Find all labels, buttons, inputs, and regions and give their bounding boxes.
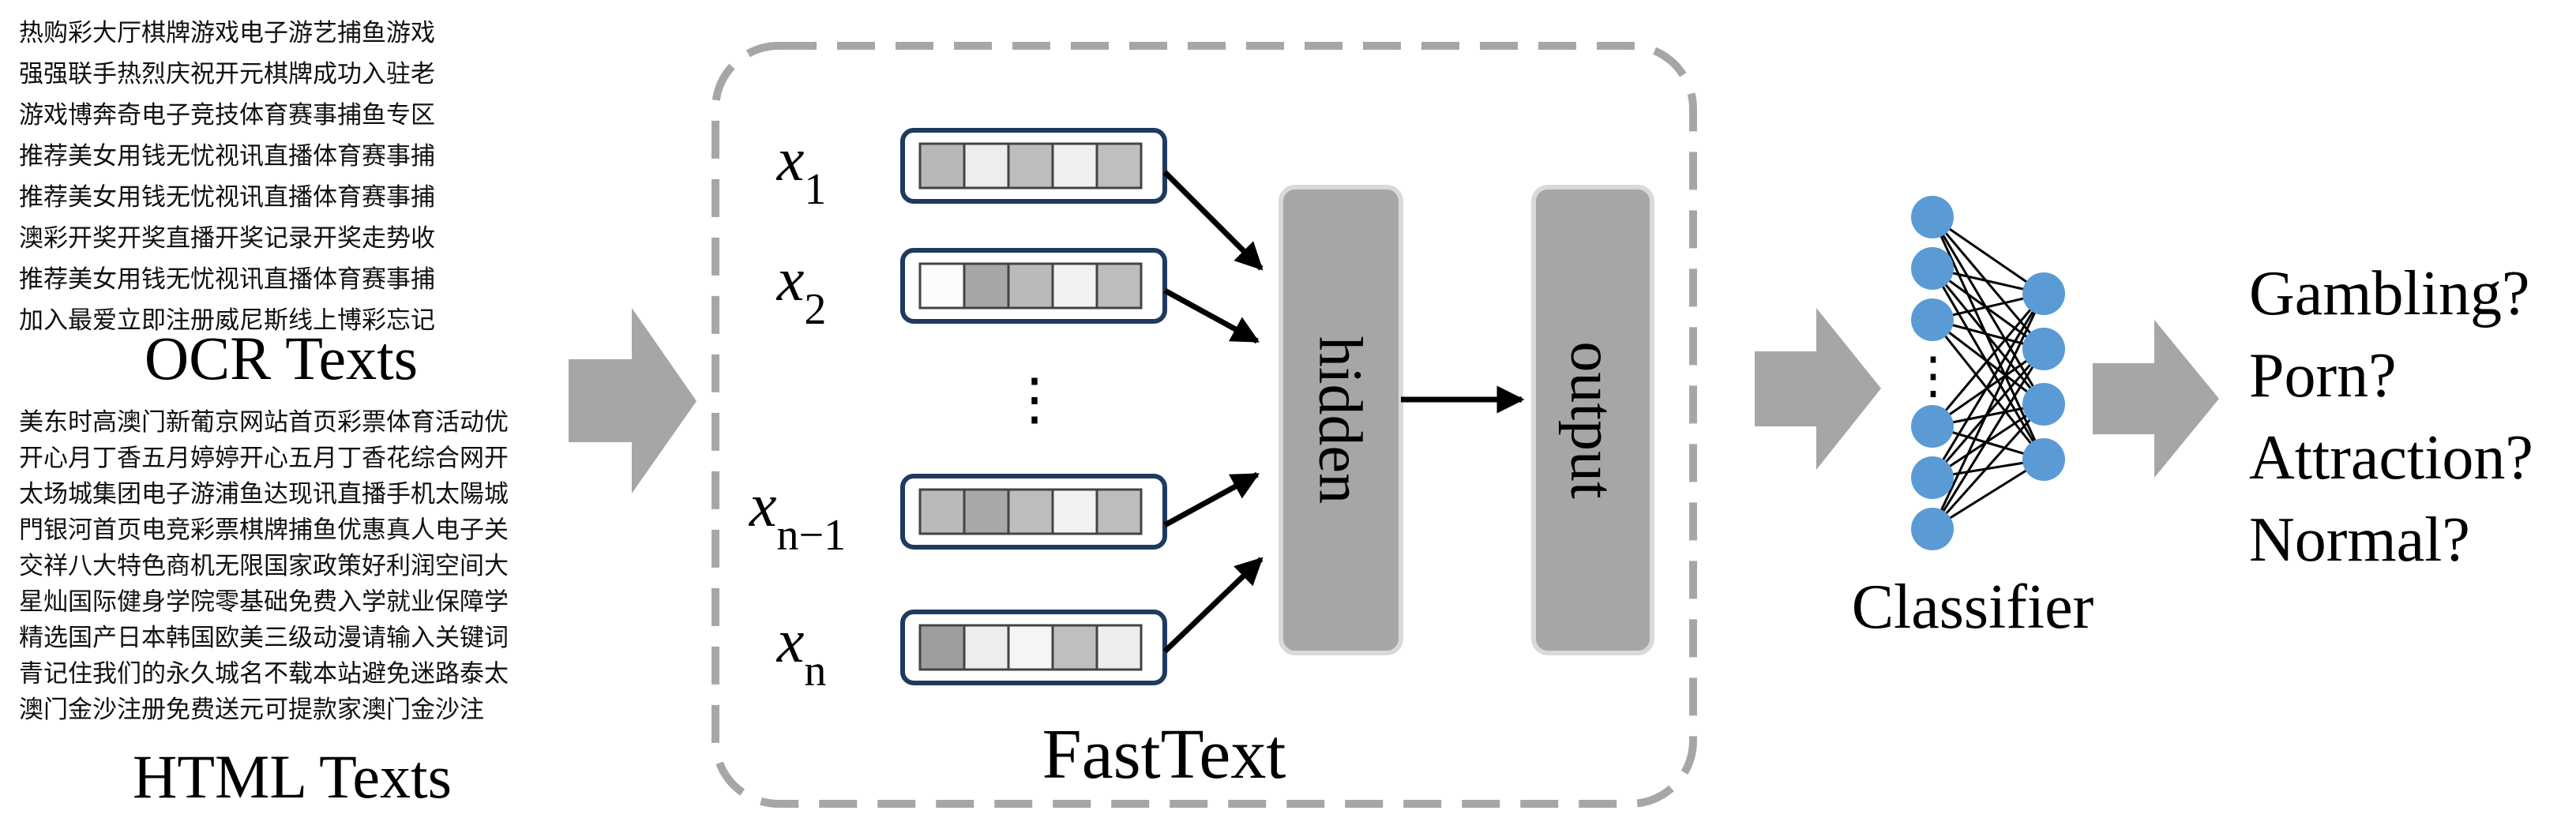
html-text-line: 开心月丁香五月婷婷开心五月丁香花综合网开	[19, 445, 509, 473]
arrow-xn-hidden	[1162, 557, 1264, 654]
fasttext-label: FastText	[1042, 715, 1286, 794]
vector-cell	[1051, 142, 1098, 189]
vector-cell	[963, 262, 1010, 310]
classifier-edge	[1931, 216, 2045, 350]
html-text-line: 星灿国际健身学院零基础免费入学就业保障学	[19, 588, 509, 617]
output-porn: Porn?	[2249, 341, 2397, 411]
output-attraction: Attraction?	[2249, 423, 2533, 493]
classifier-edge	[1931, 403, 2045, 530]
classifier-edge	[1931, 293, 2045, 478]
classifier-edge	[1931, 216, 2045, 405]
arrow-xn1-hidden	[1163, 471, 1260, 528]
vector-to-hidden-arrows	[1162, 170, 1264, 654]
classifier-output-node	[2022, 328, 2065, 370]
vector-label: x2	[776, 245, 827, 334]
vector-cell	[1007, 142, 1054, 189]
classifier-edge	[1932, 216, 2045, 295]
ocr-texts-label: OCR Texts	[145, 324, 418, 392]
vector-cell	[1095, 262, 1143, 310]
vector-cell	[963, 488, 1010, 535]
fasttext-to-classifier-arrow	[1755, 308, 1881, 470]
ocr-text-line: 强强联手热烈庆祝开元棋牌成功入驻老	[19, 60, 435, 88]
html-text-line: 澳门金沙注册免费送元可提款家澳门金沙注	[19, 696, 484, 724]
html-text-line: 青记住我们的永久城名不载本站避免迷路泰太	[19, 660, 509, 689]
vector-cell	[918, 488, 966, 535]
vector-ellipsis: ⋮	[1006, 368, 1063, 431]
classifier-input-node	[1911, 196, 1954, 238]
ocr-text-sample: 热购彩大厅棋牌游戏电子游艺捕鱼游戏强强联手热烈庆祝开元棋牌成功入驻老游戏博奔奇电…	[19, 19, 435, 335]
classifier-output-node	[2022, 438, 2065, 481]
arrow-x1-hidden	[1162, 170, 1264, 271]
output-normal: Normal?	[2249, 505, 2470, 575]
ocr-text-line: 游戏博奔奇电子竞技体育赛事捕鱼专区	[19, 101, 435, 129]
classifier-edge	[1931, 216, 2045, 460]
vector-label: x1	[776, 125, 827, 214]
classifier-output-node	[2022, 383, 2065, 426]
vector-cell	[1051, 262, 1098, 310]
input-flow-arrow	[569, 308, 697, 493]
html-text-line: 美东时高澳门新葡京网站首页彩票体育活动优	[19, 408, 509, 437]
vector-cell	[1007, 624, 1054, 671]
html-text-line: 交祥八大特色商机无限国家政策好利润空间大	[19, 552, 509, 580]
classifier-edge	[1931, 319, 2045, 460]
classifier-edge	[1932, 458, 2045, 531]
classifier-input-node	[1911, 508, 1954, 550]
ocr-text-line: 加入最爱立即注册威尼斯线上博彩忘记	[19, 306, 435, 335]
vector-cell	[918, 142, 966, 189]
ocr-text-line: 推荐美女用钱无忧视讯直播体育赛事捕	[19, 142, 435, 171]
arrow-x2-hidden	[1163, 287, 1260, 344]
classifier-to-output-arrow	[2093, 320, 2219, 478]
output-label: output	[1559, 341, 1628, 499]
classifier-input-node	[1911, 405, 1954, 448]
vector-cell	[1051, 488, 1098, 535]
ocr-text-line: 推荐美女用钱无忧视讯直播体育赛事捕	[19, 265, 435, 294]
ocr-text-line: 热购彩大厅棋牌游戏电子游艺捕鱼游戏	[19, 19, 435, 47]
classifier-input-node	[1911, 456, 1954, 499]
classifier-edge	[1932, 318, 2045, 406]
classifier-output-node	[2022, 272, 2065, 315]
vector-cell	[1095, 624, 1143, 671]
html-text-line: 太场城集团电子游浦鱼达现讯直播手机太陽城	[19, 480, 509, 508]
output-gambling: Gambling?	[2249, 259, 2529, 328]
output-layer-block	[1531, 185, 1654, 655]
hidden-label: hidden	[1307, 336, 1376, 504]
classifier-network	[1911, 196, 2065, 550]
vector-cell	[1007, 488, 1054, 535]
classifier-edge	[1931, 268, 2045, 405]
ocr-text-line: 推荐美女用钱无忧视讯直播体育赛事捕	[19, 183, 435, 212]
vector-cell	[1051, 624, 1098, 671]
vector-cell	[963, 624, 1010, 671]
vector-cell	[1095, 142, 1143, 189]
ocr-text-line: 澳彩开奖开奖直播开奖记录开奖走势收	[19, 224, 435, 253]
classifier-edge	[1931, 293, 2045, 530]
hidden-layer-block	[1279, 185, 1403, 655]
vector-cell	[918, 262, 966, 310]
vector-cell	[1007, 262, 1054, 310]
vector-cell	[1095, 488, 1143, 535]
vector-label: xn−1	[749, 471, 846, 560]
classifier-input-node	[1911, 298, 1954, 341]
classifier-input-node	[1911, 247, 1954, 290]
html-text-line: 精选国产日本韩国欧美三级动漫请输入关键词	[19, 624, 509, 652]
classifier-label: Classifier	[1852, 572, 2094, 642]
html-texts-label: HTML Texts	[133, 742, 452, 811]
classifier-edge	[1931, 293, 2045, 427]
vector-label: xn	[776, 606, 827, 696]
fasttext-container	[712, 42, 1697, 808]
html-text-line: 門银河首页电竞彩票棋牌捕鱼优惠真人电子关	[19, 516, 509, 545]
html-text-sample: 美东时高澳门新葡京网站首页彩票体育活动优开心月丁香五月婷婷开心五月丁香花综合网开…	[19, 408, 509, 724]
input-vector-group: x1 x2 xn−1 xn	[749, 125, 1167, 696]
classifier-edge	[1931, 348, 2045, 530]
classifier-edge	[1931, 268, 2045, 460]
vector-cell	[963, 142, 1010, 189]
classifier-ellipsis: ⋮	[1908, 347, 1958, 403]
vector-cell	[918, 624, 966, 671]
